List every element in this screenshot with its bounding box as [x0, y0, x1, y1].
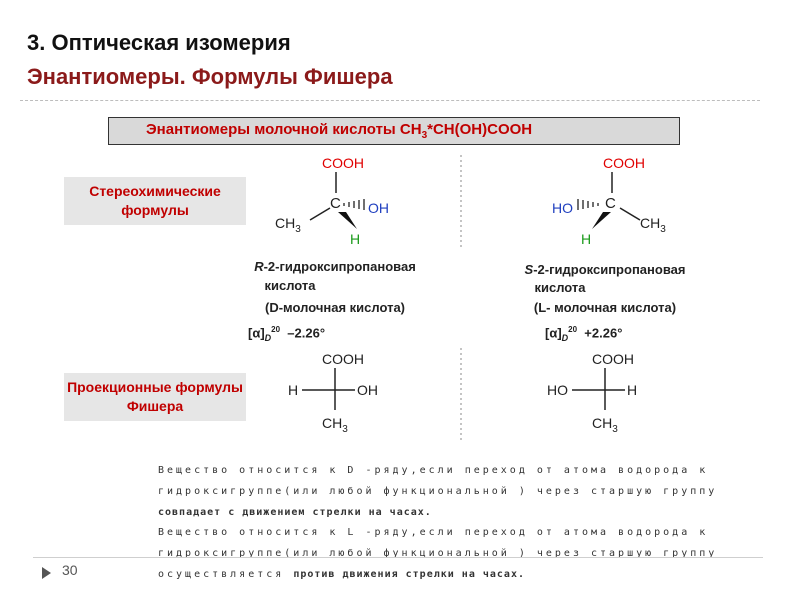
page-number: 30: [62, 562, 78, 578]
left-cooh: COOH: [322, 155, 364, 171]
header-main: Энантиомеры молочной кислоты: [146, 121, 400, 138]
header-title: Энантиомеры молочной кислоты CH3*CH(OH)C…: [146, 121, 532, 141]
left-fischer-ch3: CH3: [322, 415, 348, 435]
left-wedge-bond: [338, 212, 357, 229]
right-fischer-h: H: [627, 382, 637, 398]
right-rotation: [α]D20 +2.26°: [545, 325, 623, 343]
left-h: H: [350, 231, 360, 247]
left-rotation: [α]D20 –2.26°: [248, 325, 326, 343]
slide-title: 3. Оптическая изомерия: [27, 30, 291, 55]
header-formula-sub: 3: [421, 130, 428, 141]
title-divider: [20, 100, 760, 101]
play-arrow-icon[interactable]: [42, 567, 51, 579]
header-box: [108, 117, 680, 145]
stereo-label: Стереохимические формулы: [89, 183, 221, 218]
footer-divider: [33, 557, 763, 558]
right-wedge-bond: [592, 212, 611, 229]
right-name-line1: S-2-гидроксипропановая: [524, 262, 686, 277]
left-fischer-cooh: COOH: [322, 351, 364, 367]
left-name-line2: кислота: [264, 278, 316, 293]
right-fischer-cooh: COOH: [592, 351, 634, 367]
left-hashed-bond: [343, 199, 365, 210]
header-formula: CH: [399, 121, 422, 138]
left-carbon: C: [330, 195, 341, 212]
right-cooh: COOH: [603, 155, 645, 171]
right-fischer-ch3: CH3: [592, 415, 618, 435]
left-fischer-oh: OH: [357, 382, 378, 398]
left-oh: OH: [368, 200, 389, 216]
right-carbon: C: [605, 195, 616, 212]
left-name-line1: R-2-гидроксипропановая: [254, 259, 416, 274]
fischer-label-box: [64, 373, 246, 421]
right-ch3: CH3: [640, 215, 666, 235]
slide-subtitle: Энантиомеры. Формулы Фишера: [27, 64, 393, 89]
note-d-series: Вещество относится к D -ряду,если перехо…: [158, 465, 718, 518]
right-ho: HO: [552, 200, 573, 216]
right-hashed-bond: [577, 199, 599, 210]
left-ch3: CH3: [275, 215, 301, 235]
right-bond-ch3: [619, 207, 641, 221]
header-formula-rest: *CH(OH)COOH: [427, 121, 533, 138]
left-bond-ch3: [309, 207, 331, 221]
right-name-line2: кислота: [534, 280, 586, 295]
fischer-label: Проекционные формулы Фишера: [67, 379, 243, 414]
stereo-label-box: [64, 177, 246, 225]
left-name-line3: (D-молочная кислота): [265, 300, 405, 315]
left-fischer-h: H: [288, 382, 298, 398]
right-h: H: [581, 231, 591, 247]
note-l-series: Вещество относится к L -ряду,если перехо…: [158, 527, 718, 580]
right-fischer-ho: HO: [547, 382, 568, 398]
right-name-line3: (L- молочная кислота): [533, 300, 677, 315]
